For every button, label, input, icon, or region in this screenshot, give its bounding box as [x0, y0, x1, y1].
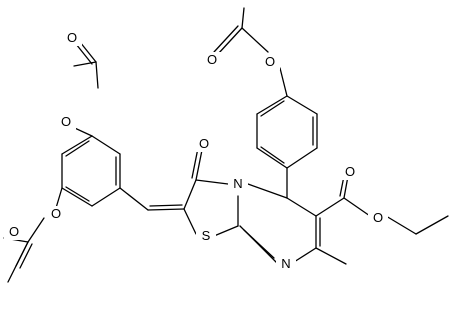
bond [61, 187, 93, 207]
bond [7, 241, 29, 283]
bond [95, 61, 99, 89]
bond [195, 179, 229, 185]
atom-o-aryl-top: O [265, 54, 275, 69]
bond [241, 27, 269, 53]
bond [183, 179, 197, 210]
bond [119, 187, 149, 211]
atom-o-ketone: O [199, 136, 209, 151]
atom-o-acetoxy-lower: O [51, 206, 61, 221]
bond [213, 225, 239, 237]
bond [61, 135, 93, 155]
bond [293, 247, 317, 263]
bond [286, 95, 318, 115]
bond [73, 61, 97, 67]
bond [260, 146, 285, 164]
bond [315, 197, 345, 217]
atom-o-ester-carbonyl: O [345, 164, 355, 179]
bond [91, 135, 121, 155]
bond [79, 41, 97, 63]
bond [91, 187, 121, 207]
bond [286, 197, 317, 217]
atom-labels: O O O O O O O N S N O O [4, 30, 388, 272]
bond [241, 7, 245, 29]
atom-n-ring: N [233, 176, 242, 191]
bond [75, 43, 93, 65]
bond [217, 27, 243, 55]
bond [385, 215, 417, 235]
bond-lines [3, 7, 449, 283]
bond [286, 147, 318, 169]
bond [149, 204, 183, 207]
bond [65, 140, 90, 157]
bond [191, 147, 199, 179]
bond [55, 187, 63, 209]
atom-o-acetoxy-top-carbonyl: O [207, 52, 217, 67]
bond [247, 183, 288, 199]
bond [256, 147, 288, 169]
bond [343, 197, 371, 217]
bond [415, 215, 449, 235]
bond [243, 229, 275, 259]
atom-n-imine: N [281, 256, 290, 271]
atom-s-ring: S [202, 228, 211, 243]
atom-o-ester: O [373, 210, 383, 225]
bond [260, 100, 285, 117]
bond [147, 208, 185, 211]
bond [19, 243, 33, 269]
bond [256, 95, 288, 115]
bond [279, 67, 288, 97]
bond [27, 217, 45, 243]
atom-o-acetoxy-lower-carbonyl: O [9, 224, 19, 239]
atom-o-acetoxy-left: O [61, 114, 71, 129]
bond [183, 208, 197, 235]
atom-o-acetoxy-left-carbonyl: O [67, 30, 77, 45]
bond [213, 25, 239, 53]
bond [195, 149, 203, 181]
bond [65, 186, 90, 202]
bond [315, 247, 347, 265]
